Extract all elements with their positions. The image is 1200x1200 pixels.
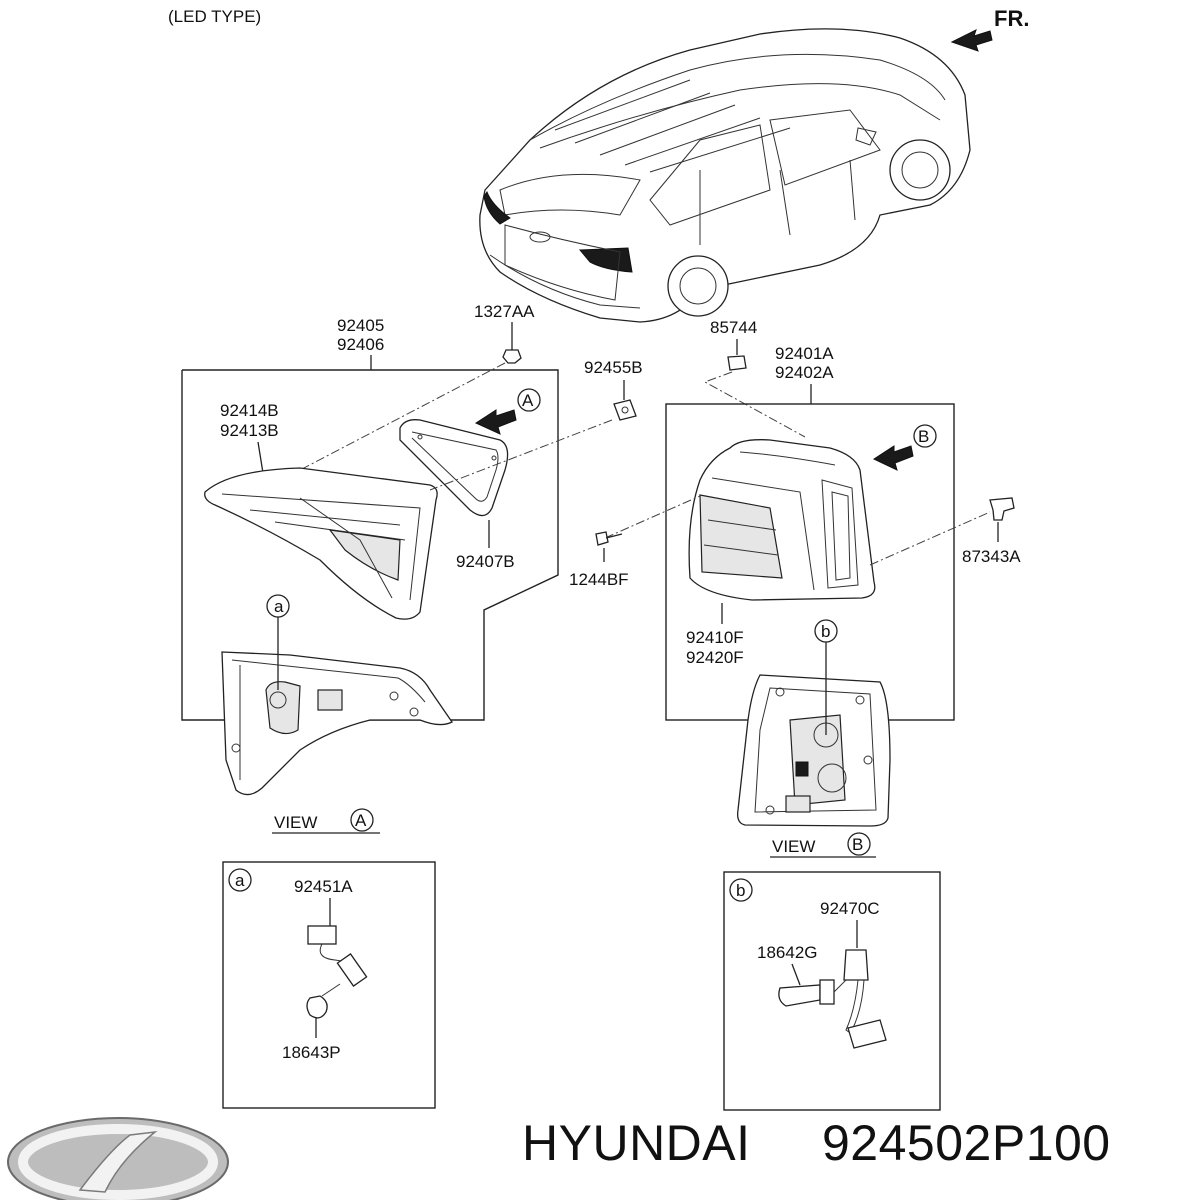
nut-85744-part bbox=[727, 355, 747, 371]
socket-92451a-part bbox=[306, 925, 368, 1019]
detail-a-letter: a bbox=[235, 871, 245, 890]
view-a-letter: A bbox=[355, 811, 367, 830]
view-a-arrow-label: A bbox=[522, 391, 534, 410]
callout-92410f: 92410F bbox=[686, 628, 744, 647]
clip-1327aa-part bbox=[502, 349, 522, 364]
callout-92414b: 92414B bbox=[220, 401, 279, 420]
view-b-word: VIEW bbox=[772, 837, 815, 856]
detail-a-box bbox=[222, 861, 436, 1109]
view-a-word: VIEW bbox=[274, 813, 317, 832]
callout-92455b: 92455B bbox=[584, 358, 643, 377]
callout-92402a: 92402A bbox=[775, 363, 834, 382]
callout-92406: 92406 bbox=[337, 335, 384, 354]
brand-name: HYUNDAI bbox=[522, 1115, 751, 1171]
part-number: 924502P100 bbox=[822, 1115, 1111, 1171]
callout-18643p: 18643P bbox=[282, 1043, 341, 1062]
callout-1244bf: 1244BF bbox=[569, 570, 629, 589]
gasket-92407b-part bbox=[399, 419, 509, 517]
front-arrow-icon bbox=[950, 29, 993, 52]
callout-92413b: 92413B bbox=[220, 421, 279, 440]
view-b-arrow-icon bbox=[872, 445, 914, 471]
left-assembly-frame bbox=[181, 369, 559, 721]
outer-lamp-92410f-part bbox=[688, 439, 876, 601]
callout-92470c: 92470C bbox=[820, 899, 880, 918]
detail-b-box bbox=[723, 871, 941, 1111]
view-b-arrow-label: B bbox=[918, 427, 929, 446]
hyundai-logo-icon bbox=[7, 1117, 229, 1200]
callout-87343a: 87343A bbox=[962, 547, 1021, 566]
detail-b-letter: b bbox=[736, 881, 745, 900]
lamp-back-view-b bbox=[737, 674, 891, 827]
socket-92470c-part bbox=[778, 949, 887, 1049]
vehicle-illustration bbox=[479, 28, 971, 323]
view-b-letter: B bbox=[852, 835, 863, 854]
clip-87343a-part bbox=[989, 497, 1015, 521]
detail-a-pointer-label: a bbox=[274, 597, 284, 616]
lamp-back-view-a bbox=[221, 651, 453, 796]
callout-85744: 85744 bbox=[710, 318, 757, 337]
callout-1327aa: 1327AA bbox=[474, 302, 535, 321]
callout-92451a: 92451A bbox=[294, 877, 353, 896]
inner-lamp-92414b-part bbox=[204, 467, 438, 620]
bracket-92455b-part bbox=[613, 399, 637, 421]
callout-92407b: 92407B bbox=[456, 552, 515, 571]
front-label: FR. bbox=[994, 6, 1029, 31]
callout-92420f: 92420F bbox=[686, 648, 744, 667]
screw-1244bf-part bbox=[595, 531, 623, 546]
led-type-note: (LED TYPE) bbox=[168, 7, 261, 26]
callout-18642g: 18642G bbox=[757, 943, 818, 962]
view-a-arrow-icon bbox=[474, 409, 517, 435]
detail-b-pointer-label: b bbox=[821, 622, 830, 641]
callout-92405: 92405 bbox=[337, 316, 384, 335]
callout-92401a: 92401A bbox=[775, 344, 834, 363]
